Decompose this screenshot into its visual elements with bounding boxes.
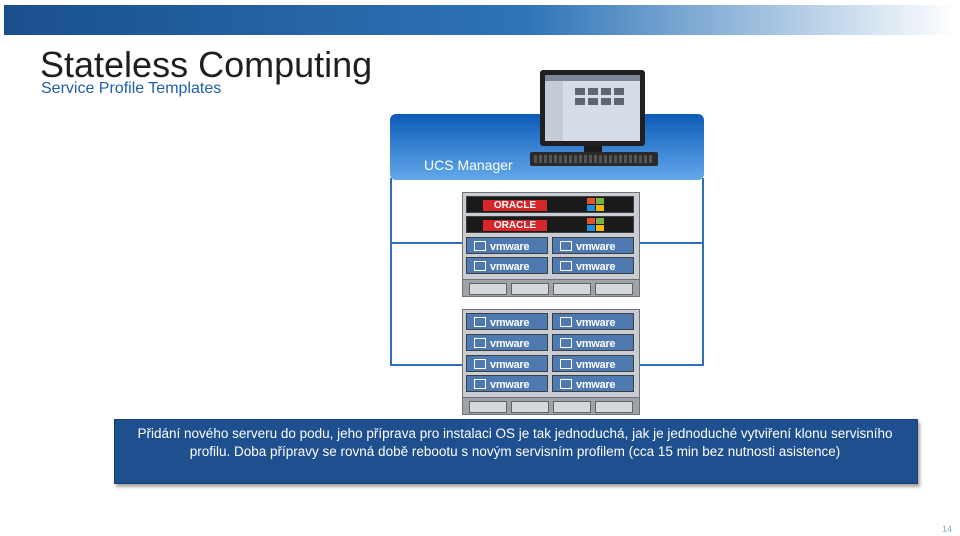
page-title: Stateless Computing: [40, 44, 373, 85]
windows-logo-icon: [587, 218, 605, 231]
fan-module: [595, 401, 633, 413]
blade-vmware[interactable]: vmware: [466, 237, 548, 254]
vmware-logo: vmware: [474, 317, 532, 329]
fan-module: [511, 401, 549, 413]
blade-vmware[interactable]: vmware: [466, 313, 548, 330]
blade-vmware[interactable]: vmware: [552, 257, 634, 274]
ucs-manager-label: UCS Manager: [424, 157, 513, 173]
connector-right-bottom: [637, 364, 704, 366]
chassis-bottom-fan-row: [462, 397, 640, 415]
fan-module: [469, 283, 507, 295]
vmware-logo: vmware: [560, 261, 618, 273]
fan-module: [553, 283, 591, 295]
screen-thumbnail: [614, 88, 624, 95]
vmware-logo: vmware: [474, 379, 532, 391]
fan-module: [511, 283, 549, 295]
vmware-logo: vmware: [474, 338, 532, 350]
windows-logo-icon: [587, 198, 605, 211]
caption-box: [114, 419, 918, 484]
oracle-logo: ORACLE: [483, 220, 547, 231]
connector-right-vertical: [702, 178, 704, 366]
blade-vmware[interactable]: vmware: [552, 237, 634, 254]
fan-module: [469, 401, 507, 413]
caption-text: Přidání nového serveru do podu, jeho pří…: [137, 426, 893, 459]
screen-thumbnail: [588, 98, 598, 105]
page-subtitle: Service Profile Templates: [41, 80, 222, 97]
blade-vmware[interactable]: vmware: [466, 257, 548, 274]
connector-left-vertical: [390, 178, 392, 366]
connector-left-top: [390, 242, 463, 244]
vmware-logo: vmware: [560, 317, 618, 329]
blade-vmware[interactable]: vmware: [466, 355, 548, 372]
vmware-logo: vmware: [474, 261, 532, 273]
blade-vmware[interactable]: vmware: [552, 313, 634, 330]
blade-vmware[interactable]: vmware: [466, 334, 548, 351]
screen-toolbar: [545, 75, 640, 81]
connector-left-bottom: [390, 364, 463, 366]
vmware-logo: vmware: [560, 241, 618, 253]
screen-sidebar: [545, 81, 563, 141]
blade-oracle-2[interactable]: ORACLE: [466, 216, 634, 233]
blade-vmware[interactable]: vmware: [552, 375, 634, 392]
screen-thumbnail: [601, 88, 611, 95]
fan-module: [553, 401, 591, 413]
keyboard-keys: [534, 155, 654, 163]
vmware-logo: vmware: [474, 359, 532, 371]
vmware-logo: vmware: [560, 338, 618, 350]
blade-vmware[interactable]: vmware: [552, 334, 634, 351]
vmware-logo: vmware: [560, 359, 618, 371]
header-banner: [4, 5, 956, 35]
screen-thumbnail: [588, 88, 598, 95]
blade-vmware[interactable]: vmware: [466, 375, 548, 392]
vmware-logo: vmware: [560, 379, 618, 391]
screen-thumbnail: [575, 98, 585, 105]
connector-right-top: [637, 242, 704, 244]
blade-vmware[interactable]: vmware: [552, 355, 634, 372]
page-number: 14: [941, 524, 952, 534]
monitor-stand: [584, 146, 602, 154]
vmware-logo: vmware: [474, 241, 532, 253]
chassis-top-fan-row: [462, 279, 640, 297]
fan-module: [595, 283, 633, 295]
screen-thumbnail: [601, 98, 611, 105]
oracle-logo: ORACLE: [483, 200, 547, 211]
screen-thumbnail: [614, 98, 624, 105]
blade-oracle-1[interactable]: ORACLE: [466, 196, 634, 213]
screen-thumbnail: [575, 88, 585, 95]
